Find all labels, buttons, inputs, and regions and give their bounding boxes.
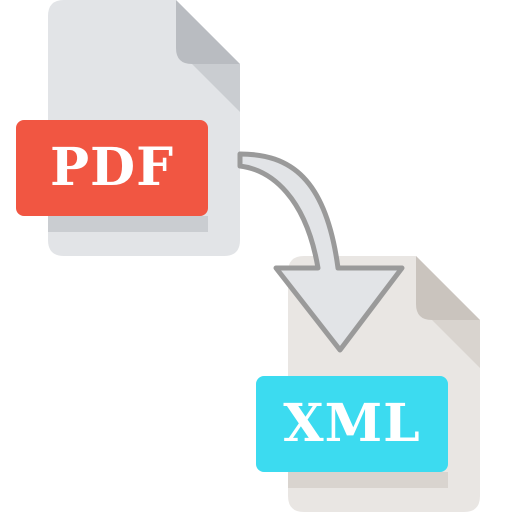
target-document-fold [416, 256, 480, 320]
target-document-fold-shadow [432, 320, 480, 368]
source-format-label: PDF [49, 137, 175, 198]
target-format-label: XML [283, 393, 421, 454]
source-badge-shadow [48, 216, 208, 232]
target-document-icon [256, 256, 480, 512]
source-document-icon [16, 0, 240, 256]
source-document-fold-shadow [192, 64, 240, 112]
target-badge [256, 376, 448, 472]
source-badge [16, 120, 208, 216]
curved-arrow-down-icon [237, 151, 405, 353]
source-document-fold [176, 0, 240, 64]
target-badge-shadow [288, 472, 448, 488]
